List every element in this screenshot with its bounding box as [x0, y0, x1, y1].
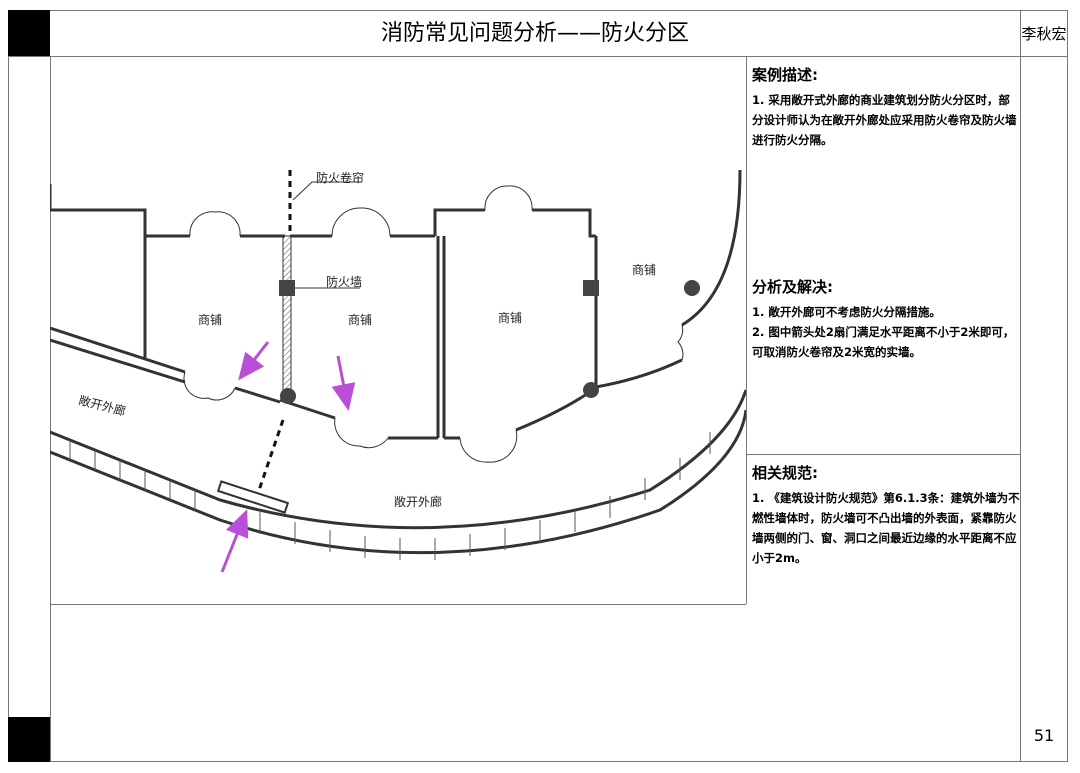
left-margin-line	[50, 56, 51, 762]
solid-wall-segment	[216, 480, 290, 514]
code-item: 1. 《建筑设计防火规范》第6.1.3条：建筑外墙为不燃性墙体时，防火墙可不凸出…	[752, 491, 1020, 565]
column-square	[279, 280, 295, 296]
section-divider	[746, 454, 1020, 455]
column-square	[583, 280, 599, 296]
header-divider	[8, 56, 1068, 57]
analysis-item: 1. 敞开外廊可不考虑防火分隔措施。	[752, 305, 941, 319]
page-number: 51	[1033, 726, 1055, 745]
analysis-body: 1. 敞开外廊可不考虑防火分隔措施。 2. 图中箭头处2扇门满足水平距离不小于2…	[752, 302, 1020, 362]
label-fire-shutter: 防火卷帘	[316, 170, 364, 185]
label-shop: 商铺	[632, 262, 656, 277]
page-title: 消防常见问题分析——防火分区	[380, 21, 689, 46]
column-round	[684, 280, 700, 296]
case-heading: 案例描述:	[752, 66, 818, 84]
label-corridor: 敞开外廊	[77, 392, 127, 418]
drawing-bottom-line	[50, 604, 746, 605]
leader-line	[292, 181, 362, 201]
floor-plan-drawing: 防火卷帘 防火墙 商铺 商铺 商铺 商铺 敞开外廊 敞开外廊	[50, 169, 746, 573]
arrow	[238, 341, 270, 381]
column-round	[280, 388, 296, 404]
label-shop: 商铺	[198, 312, 222, 327]
case-item: 1. 采用敞开式外廊的商业建筑划分防火分区时，部分设计师认为在敞开外廊处应采用防…	[752, 93, 1017, 147]
author-name: 李秋宏	[1021, 25, 1067, 43]
arrow	[331, 355, 356, 411]
analysis-heading: 分析及解决:	[752, 278, 833, 296]
fire-wall	[282, 235, 292, 397]
case-body: 1. 采用敞开式外廊的商业建筑划分防火分区时，部分设计师认为在敞开外廊处应采用防…	[752, 90, 1020, 150]
code-body: 1. 《建筑设计防火规范》第6.1.3条：建筑外墙为不燃性墙体时，防火墙可不凸出…	[752, 488, 1020, 568]
label-shop: 商铺	[348, 312, 372, 327]
corner-block-bottom-left	[8, 717, 50, 762]
page-frame	[8, 10, 1068, 762]
column-round	[583, 382, 599, 398]
arrow	[220, 509, 249, 573]
label-fire-wall: 防火墙	[326, 274, 362, 289]
corner-block-top-left	[8, 10, 50, 56]
walls	[50, 169, 746, 555]
text-column-divider	[746, 56, 747, 604]
analysis-item: 2. 图中箭头处2扇门满足水平距离不小于2米即可，可取消防火卷帘及2米宽的实墙。	[752, 325, 1015, 359]
label-shop: 商铺	[498, 310, 522, 325]
code-heading: 相关规范:	[752, 464, 818, 482]
right-column-divider	[1020, 10, 1021, 762]
fire-shutter-line	[253, 419, 285, 503]
window-ticks	[69, 432, 711, 560]
door-swings	[183, 185, 684, 463]
label-corridor: 敞开外廊	[394, 494, 442, 509]
